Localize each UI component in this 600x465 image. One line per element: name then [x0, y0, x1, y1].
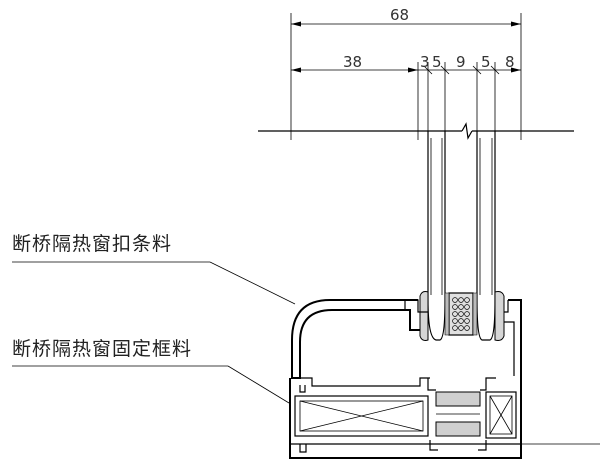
frame-profile [289, 299, 522, 459]
spacer-bar [448, 292, 474, 336]
glass-unit [427, 131, 496, 341]
label-frame-text: 断桥隔热窗固定框料 [12, 338, 192, 360]
dim-seg3-text: 9 [456, 53, 466, 71]
break-line [258, 122, 574, 140]
dim-frame-text: 38 [343, 53, 362, 71]
label-bead: 断桥隔热窗扣条料 [12, 233, 296, 305]
dim-seg5-text: 8 [505, 53, 515, 71]
dim-seg4-text: 5 [481, 53, 491, 71]
dimension-chain: 38 3 5 9 5 8 [291, 53, 521, 140]
dim-seg1-text: 3 [420, 53, 430, 71]
label-frame: 断桥隔热窗固定框料 [12, 338, 290, 404]
dim-seg2-text: 5 [432, 53, 442, 71]
dimension-overall: 68 [290, 6, 522, 140]
label-bead-text: 断桥隔热窗扣条料 [12, 233, 172, 255]
dim-overall-text: 68 [390, 6, 409, 24]
glazing-bead [291, 299, 428, 379]
glazing-gaskets [419, 291, 505, 341]
